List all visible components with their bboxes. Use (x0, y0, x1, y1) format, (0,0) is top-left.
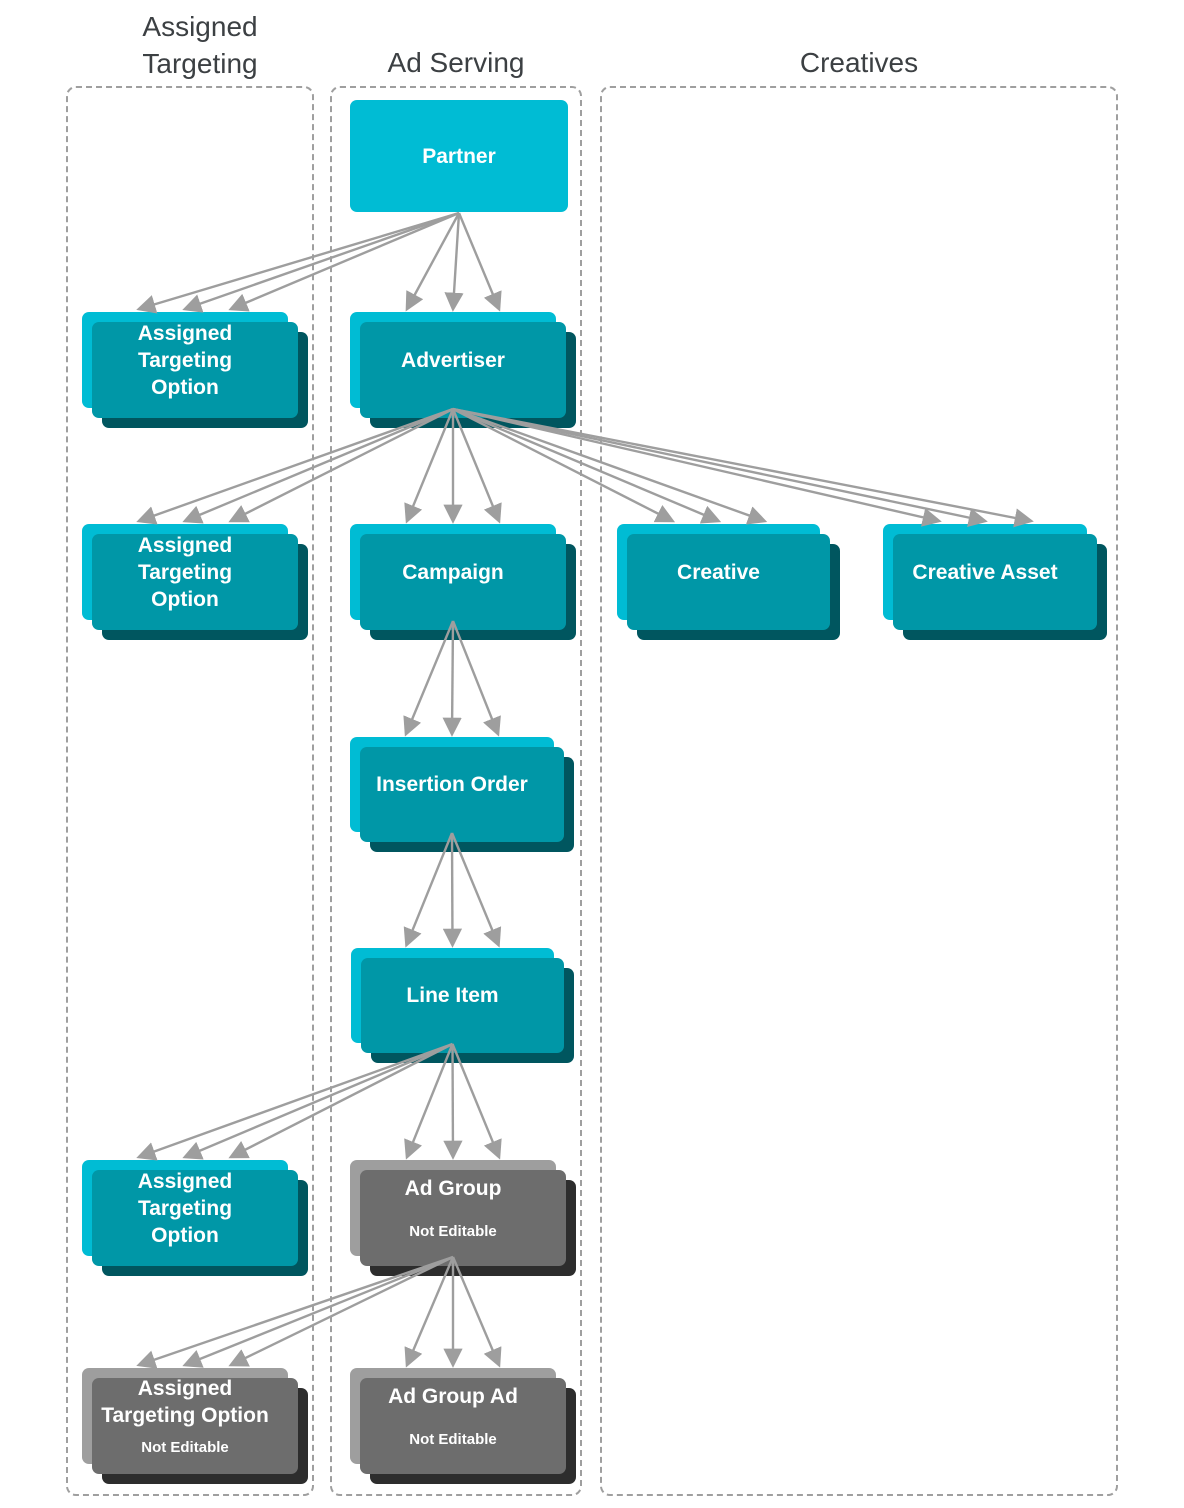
node-partner-label: Partner (422, 144, 496, 168)
node-assigned-targeting-option-3: Assigned Targeting Option (82, 1160, 288, 1256)
node-assigned-targeting-option-3-label: Assigned Targeting Option (137, 1169, 233, 1247)
node-line-item: Line Item (351, 948, 554, 1043)
node-assigned-targeting-option-4-label: Assigned Targeting Option (101, 1377, 269, 1427)
column-assigned-targeting (66, 86, 314, 1496)
node-assigned-targeting-option-1: Assigned Targeting Option (82, 312, 288, 408)
node-assigned-targeting-option-2: Assigned Targeting Option (82, 524, 288, 620)
node-ad-group-status: Not Editable (409, 1223, 497, 1240)
node-ad-group-ad: Ad Group Ad Not Editable (350, 1368, 556, 1464)
node-creative: Creative (617, 524, 820, 620)
node-line-item-label: Line Item (406, 984, 499, 1007)
node-ad-group-label: Ad Group (404, 1177, 502, 1200)
column-creatives (600, 86, 1118, 1496)
node-insertion-order: Insertion Order (350, 737, 554, 832)
node-advertiser-label: Advertiser (401, 348, 505, 372)
node-creative-asset: Creative Asset (883, 524, 1087, 620)
column-title-assigned-targeting: Assigned Targeting (142, 11, 258, 79)
node-assigned-targeting-option-4: Assigned Targeting Option Not Editable (82, 1368, 288, 1464)
node-creative-asset-label: Creative Asset (912, 560, 1058, 584)
node-insertion-order-label: Insertion Order (376, 773, 528, 796)
node-ad-group-ad-label: Ad Group Ad (388, 1385, 518, 1408)
node-campaign: Campaign (350, 524, 556, 620)
node-advertiser: Advertiser (350, 312, 556, 408)
column-title-ad-serving: Ad Serving (387, 47, 525, 78)
column-ad-serving (330, 86, 582, 1496)
node-assigned-targeting-option-4-status: Not Editable (141, 1439, 229, 1456)
node-assigned-targeting-option-2-label: Assigned Targeting Option (137, 533, 233, 611)
node-ad-group-ad-status: Not Editable (409, 1431, 497, 1448)
column-title-creatives: Creatives (799, 47, 919, 78)
node-campaign-label: Campaign (402, 560, 504, 584)
node-partner: Partner (350, 100, 568, 212)
node-creative-label: Creative (677, 560, 760, 584)
node-ad-group: Ad Group Not Editable (350, 1160, 556, 1256)
node-assigned-targeting-option-1-label: Assigned Targeting Option (137, 321, 233, 399)
